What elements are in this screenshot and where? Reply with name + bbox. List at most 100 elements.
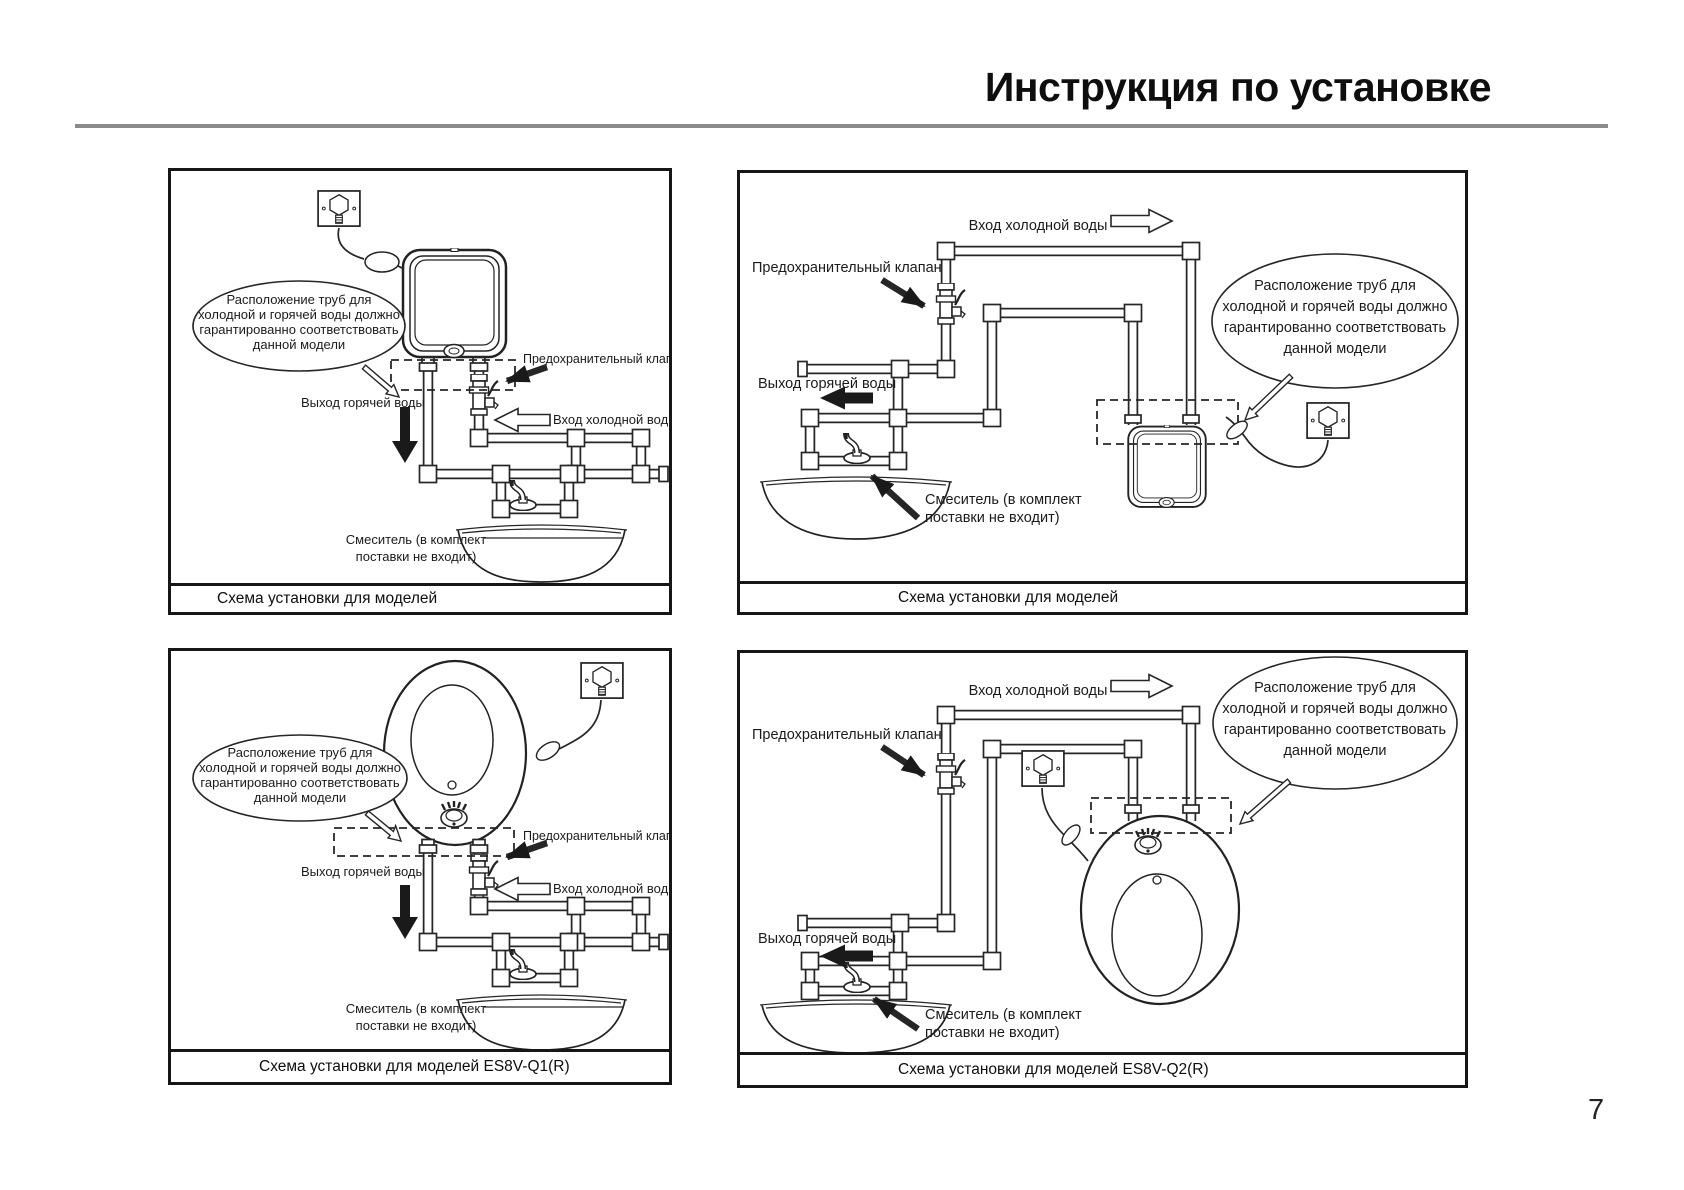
panel-caption: Схема установки для моделей ES8V-Q2(R) <box>740 1052 1465 1085</box>
mixer-note-line1: Смеситель (в комплект <box>346 532 486 547</box>
hot-water-outlet-label: Выход горячей воды <box>301 395 425 410</box>
speech-bubble: Расположение труб для холодной и горячей… <box>1212 656 1458 826</box>
panel-bottom-right: Расположение труб для холодной и горячей… <box>737 650 1468 1088</box>
pipe-fittings <box>418 838 669 988</box>
pipe-note-line3: гарантированно соответствовать <box>200 775 399 790</box>
pipe-fittings <box>797 705 1201 1001</box>
pipe-run <box>422 844 663 984</box>
pipe-note-line4: данной модели <box>254 790 346 805</box>
cable-loop <box>1061 824 1081 846</box>
cable-loop <box>364 251 400 273</box>
safety-valve-label: Предохранительный клапан <box>523 829 669 843</box>
sink <box>759 476 953 540</box>
installation-diagram-top-left: Расположение труб для холодной и горячей… <box>192 190 669 583</box>
pipe-note-line3: гарантированно соответствовать <box>1224 722 1446 738</box>
water-heater-tank-icon <box>1079 814 1241 1006</box>
power-outlet-icon <box>1306 402 1350 440</box>
installation-diagram-bottom-left: Расположение труб для холодной и горячей… <box>192 659 669 1051</box>
panel-top-right: Расположение труб для холодной и горячей… <box>737 170 1468 615</box>
pipe-fittings <box>797 241 1201 471</box>
page-title: Инструкция по установке <box>984 64 1492 110</box>
cable-loop <box>535 741 561 761</box>
mixer-tap-icon <box>510 480 536 511</box>
power-cable <box>1041 787 1089 862</box>
power-outlet-icon <box>1021 750 1065 787</box>
safety-valve-pointer-arrow <box>505 363 549 385</box>
hot-water-outlet-label: Выход горячей воды <box>301 864 425 879</box>
panel-caption: Схема установки для моделей <box>171 583 669 612</box>
panel-caption: Схема установки для моделей ES8V-Q1(R) <box>171 1049 669 1082</box>
pipe-note-line3: гарантированно соответствовать <box>1224 320 1446 336</box>
title-divider <box>75 124 1608 128</box>
pipe-note-line2: холодной и горячей воды должно <box>1222 701 1447 717</box>
water-heater-tank-icon <box>401 248 508 359</box>
dashed-region <box>390 359 516 391</box>
hot-water-outlet-label: Выход горячей воды <box>758 931 896 947</box>
pipe-note-line1: Расположение труб для <box>228 745 373 760</box>
power-outlet-icon <box>317 190 361 228</box>
pipe-note-line2: холодной и горячей воды должно <box>198 307 400 322</box>
pipe-note-line2: холодной и горячей воды должно <box>1222 299 1447 315</box>
pipe-run <box>422 363 663 515</box>
safety-valve-icon <box>468 374 499 417</box>
safety-valve-pointer-arrow <box>880 744 926 778</box>
sink <box>455 524 628 583</box>
hot-water-flow-arrow <box>392 407 418 463</box>
cold-water-flow-arrow <box>1110 208 1174 234</box>
pipe-note-line1: Расположение труб для <box>1254 680 1416 696</box>
mixer-note-line2: поставки не входит) <box>356 549 477 564</box>
panel-bottom-left: Расположение труб для холодной и горячей… <box>168 648 672 1085</box>
mixer-note-line1: Смеситель (в комплект <box>925 492 1082 508</box>
safety-valve-label: Предохранительный клапан <box>752 727 942 743</box>
cold-water-inlet-label: Вход холодной воды <box>969 683 1108 699</box>
mixer-tap-icon <box>510 949 536 980</box>
sink <box>759 999 953 1054</box>
panel-caption: Схема установки для моделей <box>740 581 1465 612</box>
safety-valve-pointer-arrow <box>505 839 549 861</box>
power-cable <box>337 227 365 260</box>
cold-water-inlet-label: Вход холодной воды <box>553 412 669 427</box>
hot-water-flow-arrow <box>392 885 418 939</box>
pipe-fittings <box>418 356 669 519</box>
pipe-note-line2: холодной и горячей воды должно <box>199 760 401 775</box>
pipe-note-line4: данной модели <box>1283 341 1386 357</box>
safety-valve-label: Предохранительный клапан <box>523 352 669 366</box>
mixer-pointer-arrow <box>872 996 920 1032</box>
water-heater-tank-icon <box>382 659 528 847</box>
mixer-tap-icon <box>844 962 870 993</box>
pipe-note-line4: данной модели <box>253 337 345 352</box>
cold-water-inlet-label: Вход холодной воды <box>553 881 669 896</box>
mixer-pointer-arrow <box>869 473 921 521</box>
safety-valve-icon <box>935 283 966 326</box>
water-heater-tank-icon <box>1126 425 1208 509</box>
mixer-note-line1: Смеситель (в комплект <box>925 1007 1082 1023</box>
speech-bubble: Расположение труб для холодной и горячей… <box>192 280 406 399</box>
page-number: 7 <box>1588 1094 1605 1126</box>
cold-water-inlet-label: Вход холодной воды <box>969 218 1108 234</box>
safety-valve-label: Предохранительный клапан <box>752 260 942 276</box>
power-outlet-icon <box>580 662 624 699</box>
cold-water-flow-arrow <box>493 407 551 433</box>
cold-water-flow-arrow <box>1110 673 1174 699</box>
panel-top-left: Расположение труб для холодной и горячей… <box>168 168 672 615</box>
mixer-note-line2: поставки не входит) <box>925 510 1060 526</box>
pipe-note-line3: гарантированно соответствовать <box>199 322 398 337</box>
cold-water-flow-arrow <box>493 876 551 902</box>
pipe-note-line1: Расположение труб для <box>1254 278 1416 294</box>
safety-valve-pointer-arrow <box>880 277 926 309</box>
hot-water-flow-arrow <box>820 386 873 410</box>
cable-loop <box>1226 420 1248 440</box>
mixer-note-line1: Смеситель (в комплект <box>346 1001 486 1016</box>
installation-diagram-bottom-right: Расположение труб для холодной и горячей… <box>752 656 1458 1054</box>
speech-bubble: Расположение труб для холодной и горячей… <box>192 734 408 842</box>
mixer-tap-icon <box>844 433 870 464</box>
dashed-region <box>1090 797 1232 834</box>
safety-valve-icon <box>935 753 966 796</box>
mixer-note-line2: поставки не входит) <box>925 1025 1060 1041</box>
pipe-note-line4: данной модели <box>1283 743 1386 759</box>
hot-water-outlet-label: Выход горячей воды <box>758 376 896 392</box>
speech-bubble: Расположение труб для холодной и горячей… <box>1211 253 1459 422</box>
mixer-note-line2: поставки не входит) <box>356 1018 477 1033</box>
installation-diagram-top-right: Расположение труб для холодной и горячей… <box>752 208 1459 540</box>
hot-water-flow-arrow <box>820 944 873 968</box>
